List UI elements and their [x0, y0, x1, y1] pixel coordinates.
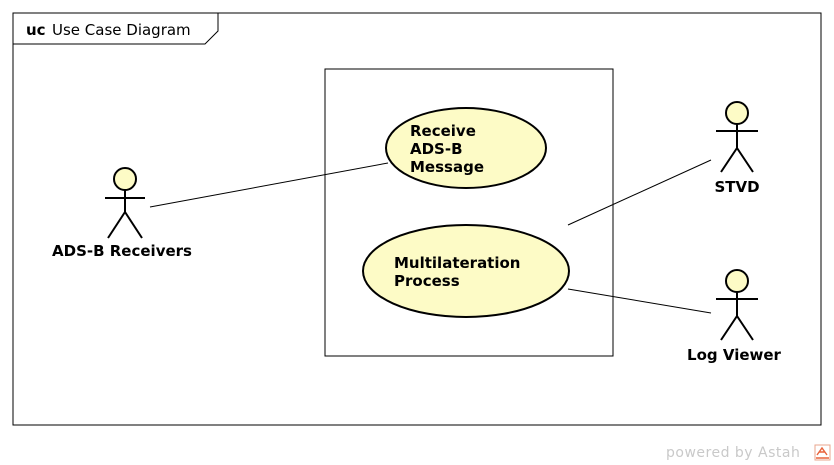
stick-figure-icon	[716, 101, 758, 173]
astah-logo-icon	[814, 444, 831, 461]
actor-stvd[interactable]: STVD	[714, 101, 760, 196]
association-adsb-receive	[149, 162, 389, 208]
use-case-label-line: ADS-B	[410, 140, 463, 158]
frame-title: Use Case Diagram	[52, 21, 191, 39]
association-mlat-logviewer	[567, 288, 712, 314]
actor-name: ADS-B Receivers	[52, 242, 192, 260]
actor-log-viewer[interactable]: Log Viewer	[687, 269, 782, 364]
frame-keyword: uc	[26, 21, 46, 39]
association-mlat-stvd	[567, 159, 712, 226]
actor-adsb-receivers[interactable]: ADS-B Receivers	[52, 167, 192, 260]
powered-by-footer: powered by Astah	[666, 445, 800, 461]
use-case-label-line: Message	[410, 158, 484, 176]
use-case-label-line: Process	[394, 272, 460, 290]
use-case-label-line: Receive	[410, 122, 476, 140]
stick-figure-icon	[716, 269, 758, 341]
use-case-multilateration-process[interactable]: Multilateration Process	[362, 224, 570, 318]
use-case-label-line: Multilateration	[394, 254, 520, 272]
actor-name: STVD	[714, 178, 759, 196]
stick-figure-icon	[105, 167, 145, 239]
actor-name: Log Viewer	[687, 346, 782, 364]
frame-tab	[13, 13, 219, 45]
use-case-receive-adsb-message[interactable]: Receive ADS-B Message	[385, 107, 547, 189]
